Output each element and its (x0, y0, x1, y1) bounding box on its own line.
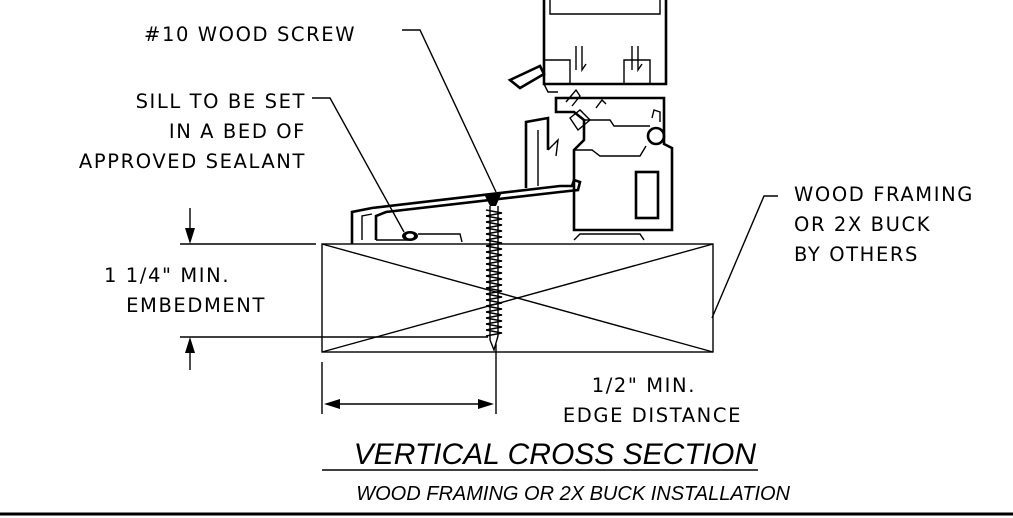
drawing-subtitle: WOOD FRAMING OR 2X BUCK INSTALLATION (356, 483, 790, 505)
screw-thread (485, 209, 503, 217)
screw-thread (485, 317, 503, 325)
screw-thread (485, 239, 503, 247)
screw-thread (485, 311, 503, 319)
upper-sash (507, 0, 668, 93)
sill-extrusion (350, 116, 645, 244)
screw-thread (485, 221, 503, 229)
sill-label-line2: IN A BED OF (169, 120, 306, 143)
screw-thread (485, 269, 503, 277)
wood-buck (321, 243, 714, 353)
screw-thread (485, 275, 503, 283)
screw-thread (485, 305, 503, 313)
screw-thread (485, 245, 503, 253)
leader-lines (312, 29, 778, 319)
embedment-dimension (180, 208, 488, 370)
sealant-bead (402, 231, 418, 241)
screw-thread (485, 233, 503, 241)
sill-label-line3: APPROVED SEALANT (79, 150, 306, 173)
embedment-label-line1: 1 1/4" MIN. (104, 264, 230, 287)
screw-thread (485, 287, 503, 295)
drawing-title: VERTICAL CROSS SECTION (354, 438, 757, 471)
screw-thread (485, 257, 503, 265)
edge-distance-dimension (321, 344, 497, 414)
screw-thread (485, 281, 503, 289)
screw-thread (485, 251, 503, 259)
embedment-label-line2: EMBEDMENT (126, 294, 266, 317)
screw-thread (485, 329, 503, 337)
sill-label-line1: SILL TO BE SET (136, 90, 306, 113)
screw-thread (485, 263, 503, 271)
screw-thread (485, 215, 503, 223)
framing-label-line3: BY OTHERS (794, 243, 919, 266)
screw-thread (485, 293, 503, 301)
edge-label-line1: 1/2" MIN. (592, 374, 696, 397)
wood-screw (484, 192, 503, 353)
screw-label: #10 WOOD SCREW (144, 23, 356, 46)
framing-label-line2: OR 2X BUCK (794, 213, 931, 236)
edge-label-line2: EDGE DISTANCE (563, 404, 742, 427)
screw-thread (485, 227, 503, 235)
screw-thread (485, 299, 503, 307)
screw-thread (485, 323, 503, 331)
frame-profile (554, 88, 674, 232)
framing-label-line1: WOOD FRAMING (794, 183, 974, 206)
